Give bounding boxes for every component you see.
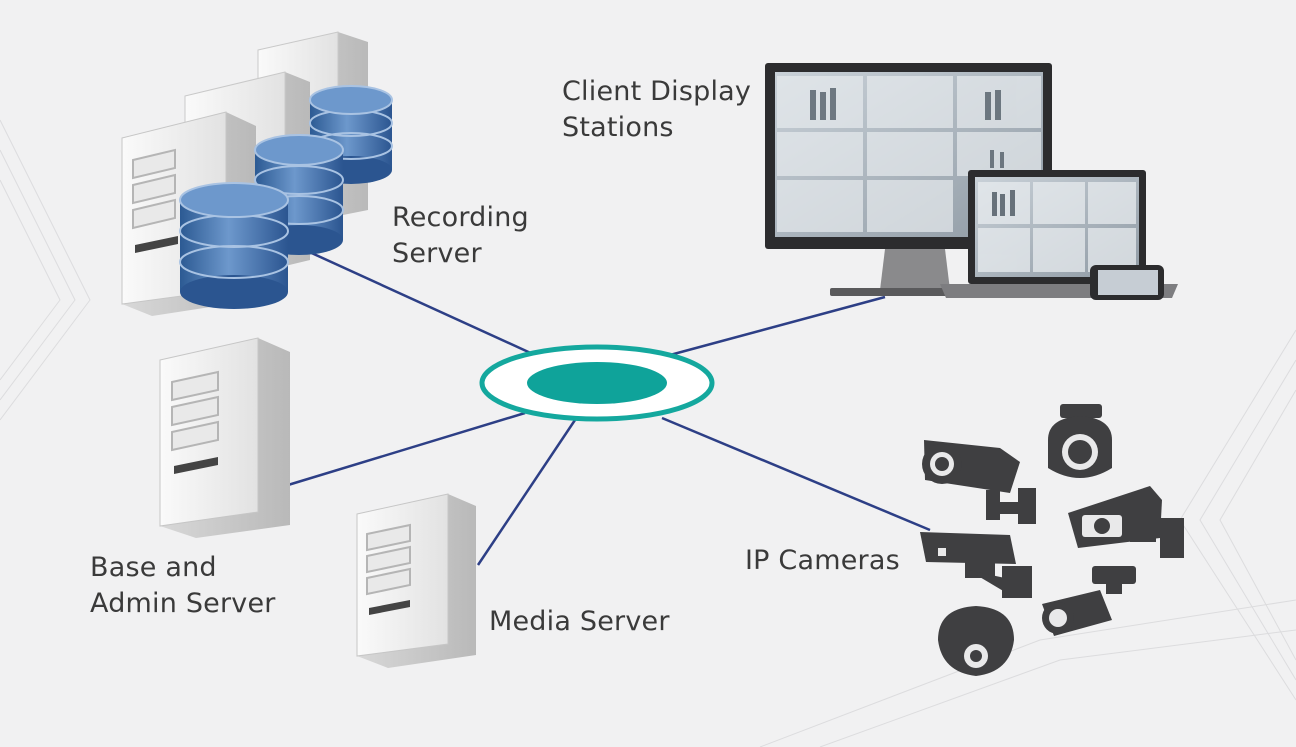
link-media — [476, 419, 577, 566]
link-recording — [304, 248, 536, 357]
connection-lines — [287, 248, 931, 566]
ip-cameras-line-1: IP Cameras — [745, 545, 900, 576]
link-client — [669, 295, 886, 357]
recording-server-line-1: Recording — [392, 202, 529, 233]
link-base-admin — [287, 411, 526, 487]
label-recording-server: Recording Server — [392, 200, 529, 272]
base-admin-line-1: Base and — [90, 552, 217, 583]
network-hub-icon — [479, 344, 715, 422]
label-ip-cameras: IP Cameras — [745, 543, 900, 579]
media-server-icon — [356, 493, 476, 668]
media-server-line-1: Media Server — [489, 606, 670, 637]
label-media-server: Media Server — [489, 604, 670, 640]
client-display-line-2: Stations — [562, 112, 674, 143]
base-admin-line-2: Admin Server — [90, 588, 276, 619]
recording-server-icon — [121, 31, 393, 316]
background-lines — [0, 119, 1296, 747]
label-base-admin-server: Base and Admin Server — [90, 550, 276, 622]
client-display-icon — [765, 63, 1178, 300]
recording-server-line-2: Server — [392, 238, 482, 269]
client-display-line-1: Client Display — [562, 76, 752, 107]
link-cameras — [661, 416, 931, 532]
label-client-display: Client Display Stations — [562, 74, 751, 146]
base-admin-server-icon — [159, 337, 290, 538]
ip-camera-icon — [920, 404, 1184, 676]
